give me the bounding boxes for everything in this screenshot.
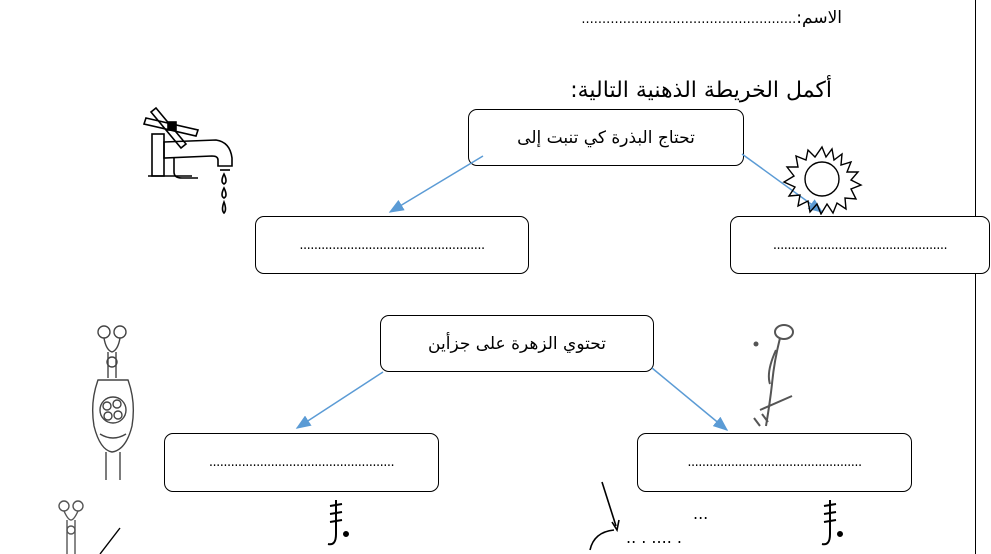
map2-center-box: تحتوي الزهرة على جزأين [380,315,654,372]
map1-center-box: تحتاج البذرة كي تنبت إلى [468,109,744,166]
bottom-dots-lower: .. . .... . [626,528,682,547]
bottom-label-mark-right [821,500,843,546]
pointer-arrow-icon [589,481,620,551]
flower-stem-sketch-icon [753,324,794,427]
sun-icon [782,145,863,215]
map2-right-arrow [651,367,729,431]
map2-left-arrow [295,371,384,429]
name-label: الاسم: [796,8,842,28]
map1-right-answer-box[interactable]: ........................................… [730,216,990,274]
bottom-label-mark-left [327,500,349,546]
flower-cross-section-icon [91,325,135,480]
bottom-dots-upper: ... [693,504,709,523]
worksheet-instruction: أكمل الخريطة الذهنية التالية: [570,78,832,103]
map2-left-answer-box[interactable]: ........................................… [164,433,439,492]
map2-right-answer-box[interactable]: ........................................… [637,433,912,492]
name-field: الاسم:..................................… [581,8,842,36]
water-tap-icon [142,106,233,215]
map1-left-answer-box[interactable]: ........................................… [255,216,529,274]
flower-part-sketch-bottom-left [58,500,121,554]
name-blank[interactable]: ........................................… [581,12,797,27]
page-border-line [975,0,976,554]
map1-left-arrow [388,155,484,213]
